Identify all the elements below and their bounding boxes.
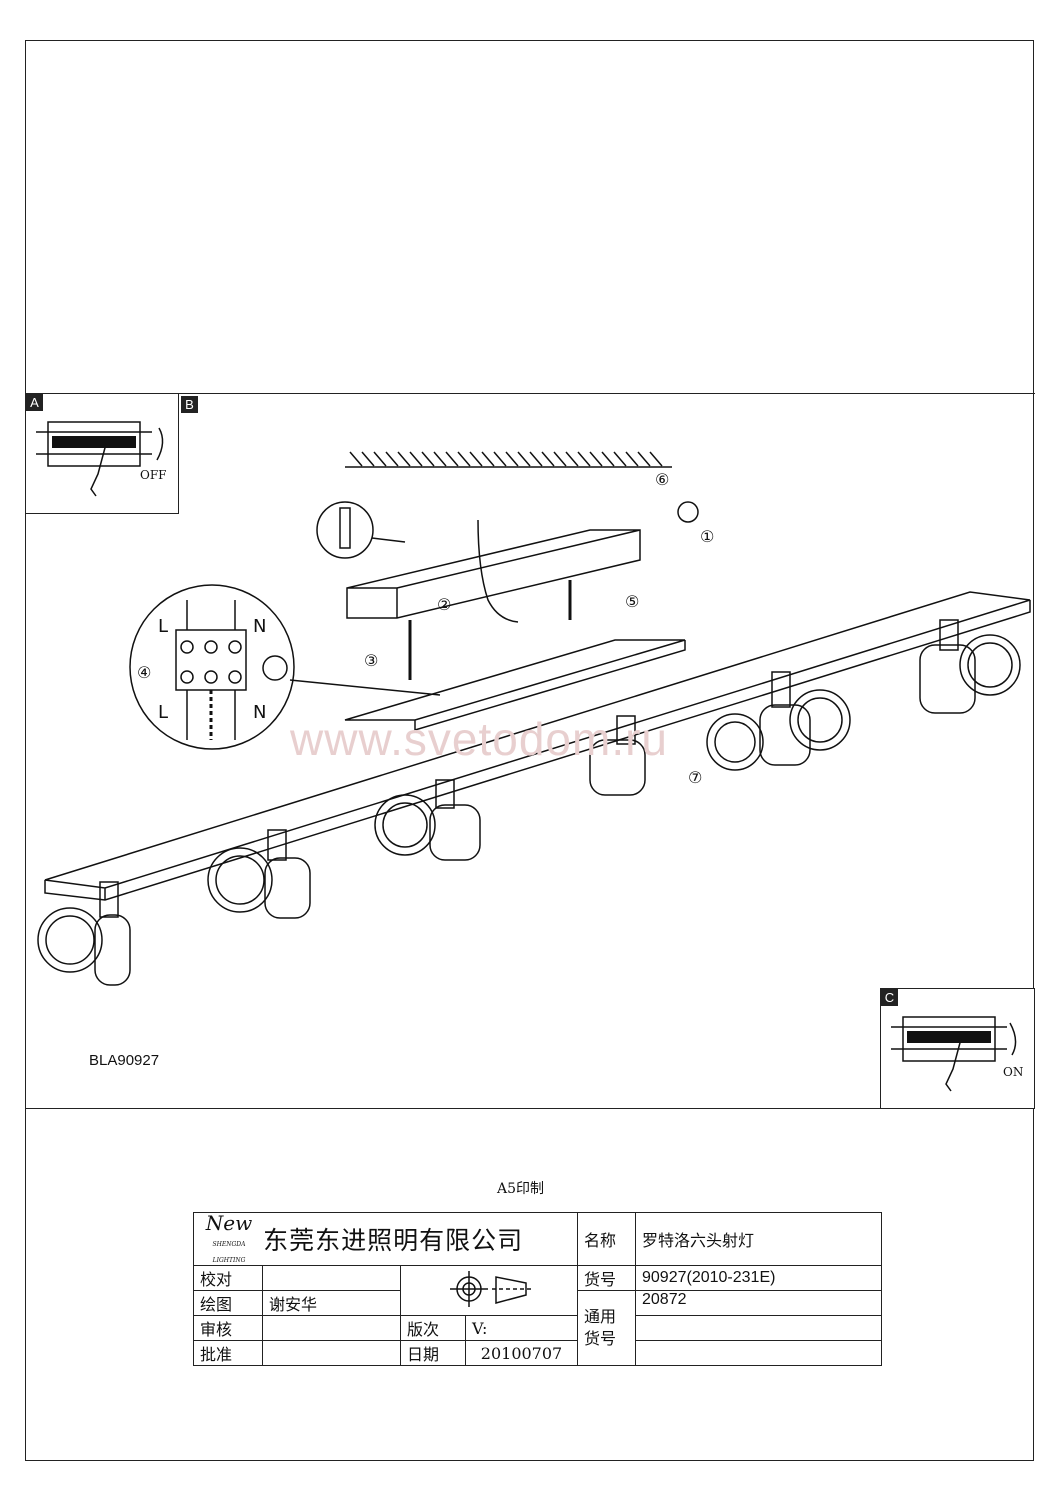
earth-icon [262, 655, 288, 681]
watermark: www.svetodom.ru [290, 713, 669, 765]
wire-l-bottom: L [158, 702, 168, 723]
version-label: 版次 [400, 1315, 466, 1341]
spotlight-2 [207, 829, 311, 919]
company-cell: New SHENGDA LIGHTING 东莞东进照明有限公司 [193, 1211, 578, 1266]
panel-b-tag: B [181, 396, 198, 413]
off-label: OFF [140, 468, 167, 482]
step-1: ① [700, 527, 714, 546]
step-5: ⑤ [625, 592, 639, 611]
item-no-value: 90927(2010-231E) [635, 1265, 882, 1291]
spotlight-5 [759, 671, 851, 766]
company-logo: New SHENGDA LIGHTING [205, 1211, 253, 1264]
item-no-label: 货号 [577, 1265, 636, 1291]
panel-c-tag: C [881, 989, 898, 1006]
name-value: 罗特洛六头射灯 [635, 1212, 882, 1266]
version-value: V: [465, 1315, 578, 1341]
ceiling-hatch [349, 451, 663, 467]
spotlight-bar [44, 591, 1031, 901]
divider-top [25, 393, 1035, 394]
review-label: 审核 [193, 1315, 263, 1341]
wire-n-top: N [253, 616, 266, 637]
divider-bottom [25, 1108, 1035, 1109]
cable [477, 519, 519, 623]
spotlight-6 [919, 619, 1021, 714]
model-code: BLA90927 [89, 1052, 160, 1069]
approve-value [262, 1340, 401, 1366]
proofread-value [262, 1265, 401, 1291]
spotlight-4 [589, 713, 764, 796]
proofread-label: 校对 [193, 1265, 263, 1291]
print-note: A5印制 [497, 1181, 545, 1197]
third-angle-projection-icon [450, 1270, 532, 1307]
name-label: 名称 [577, 1212, 636, 1266]
common-value: 20872 [635, 1290, 882, 1316]
step-3: ③ [364, 651, 378, 670]
wire-n-bottom: N [253, 702, 266, 723]
mounting-box [346, 529, 641, 619]
panel-a-tag: A [26, 394, 43, 411]
title-block: New SHENGDA LIGHTING 东莞东进照明有限公司 名称 罗特洛六头… [193, 1212, 882, 1366]
fixing-knob [677, 501, 699, 523]
spotlight-3 [374, 779, 481, 861]
drawing-frame [25, 40, 1034, 1461]
drawing-value: 谢安华 [262, 1290, 401, 1316]
assembly-drawing: ① ② ③ ④ ⑤ ⑥ ⑦ L N L N [37, 451, 1031, 986]
panel-c-switch-on: C ON [880, 988, 1035, 1109]
panel-a-switch-off: A OFF [25, 393, 179, 514]
common-extra-2 [635, 1340, 882, 1366]
wire-l-top: L [158, 616, 168, 637]
wiring-callout [129, 584, 295, 750]
common-extra-1 [635, 1315, 882, 1341]
projection-symbol [400, 1265, 578, 1316]
company-name: 东莞东进照明有限公司 [263, 1226, 524, 1255]
breaker-off-icon [36, 421, 164, 497]
spotlight-1 [37, 881, 131, 986]
step-4: ④ [137, 663, 151, 682]
step-6: ⑥ [655, 470, 669, 489]
breaker-on-icon [891, 1016, 1017, 1092]
date-label: 日期 [400, 1340, 466, 1366]
date-value: 20100707 [465, 1340, 578, 1366]
step-2: ② [437, 595, 451, 614]
common-label: 通用货号 [577, 1290, 636, 1366]
review-value [262, 1315, 401, 1341]
on-label: ON [1003, 1065, 1024, 1079]
base-plate [344, 639, 686, 732]
step-7: ⑦ [688, 768, 702, 787]
wall-plug-callout [316, 501, 374, 559]
drawing-label: 绘图 [193, 1290, 263, 1316]
approve-label: 批准 [193, 1340, 263, 1366]
